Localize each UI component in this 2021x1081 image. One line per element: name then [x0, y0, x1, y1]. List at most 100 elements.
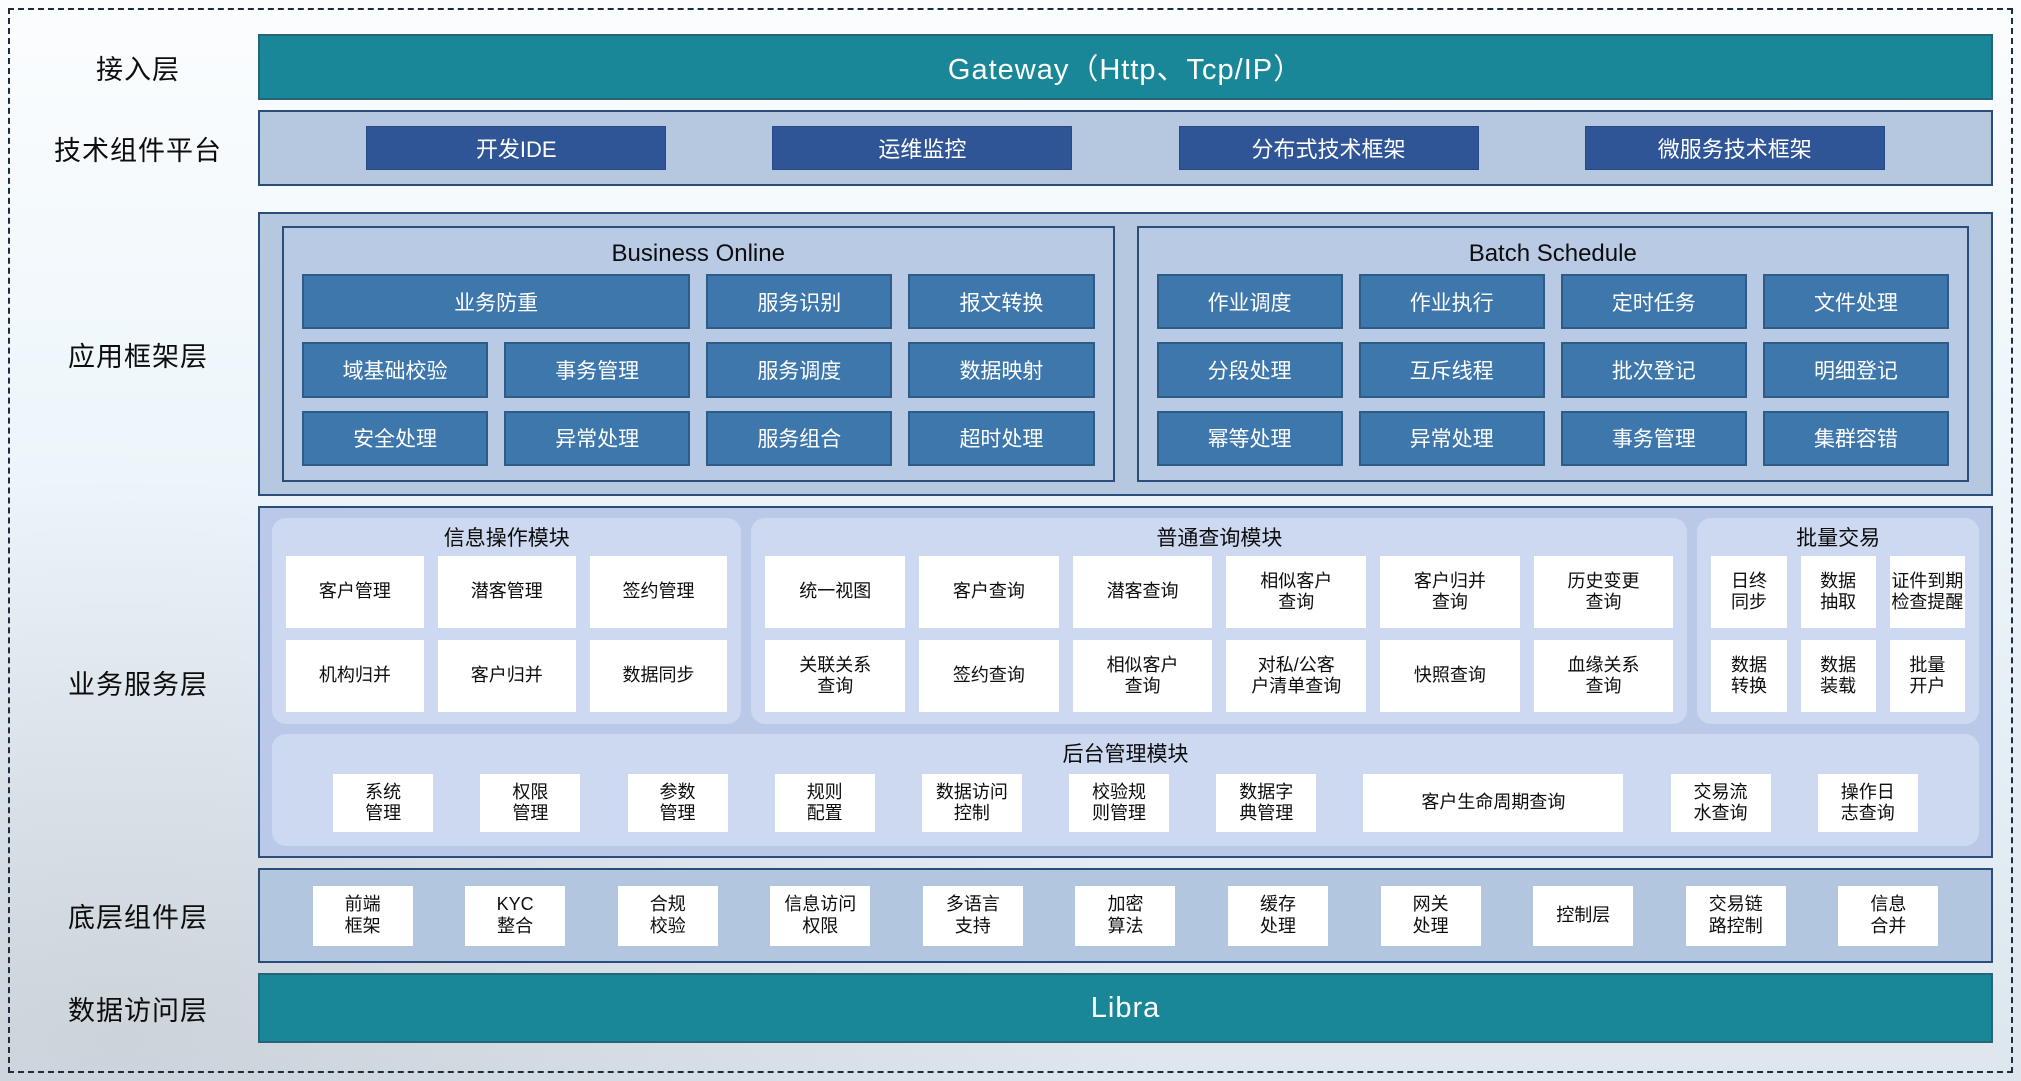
business-service-modules: 信息操作模块 客户管理 潜客管理 签约管理 机构归并 客户归并 数据同步 普通查… [272, 518, 1979, 724]
svc-block: 机构归并 [286, 640, 424, 712]
business-online-box: Business Online 业务防重 服务识别 报文转换 域基础校验 事务管… [282, 226, 1115, 482]
base-components-label: 底层组件层 [68, 903, 208, 933]
app-framework-label: 应用框架层 [68, 341, 208, 372]
svc-block: 数据字 典管理 [1216, 774, 1317, 832]
svc-block: 客户管理 [286, 556, 424, 628]
svc-block: 规则 配置 [774, 774, 875, 832]
access-layer-label: 接入层 [96, 54, 180, 85]
svc-block: 潜客查询 [1072, 556, 1213, 628]
general-query-module: 普通查询模块 统一视图 客户查询 潜客查询 相似客户 查询 客户归并 查询 历史… [751, 518, 1688, 724]
base-block: 网关 处理 [1380, 885, 1481, 946]
fw-block: 域基础校验 [302, 342, 489, 398]
base-block: 交易链 路控制 [1685, 885, 1786, 946]
base-block: 缓存 处理 [1228, 885, 1329, 946]
admin-module-grid: 系统 管理 权限 管理 参数 管理 规则 配置 数据访问 控制 校验规 则管理 … [286, 772, 1965, 834]
svc-block: 校验规 则管理 [1069, 774, 1170, 832]
batch-schedule-box: Batch Schedule 作业调度 作业执行 定时任务 文件处理 分段处理 … [1136, 226, 1969, 482]
fw-block: 超时处理 [908, 410, 1095, 466]
svc-block: 操作日 志查询 [1817, 774, 1918, 832]
fw-block: 异常处理 [504, 410, 691, 466]
fw-block: 业务防重 [302, 274, 691, 330]
fw-block: 分段处理 [1156, 342, 1343, 398]
base-block: 多语言 支持 [922, 885, 1023, 946]
svc-block: 快照查询 [1380, 640, 1520, 712]
data-access-label: 数据访问层 [68, 995, 208, 1026]
svc-block: 数据 装载 [1800, 640, 1876, 712]
fw-block: 事务管理 [1560, 410, 1747, 466]
svc-block: 批量 开户 [1889, 640, 1965, 712]
general-query-grid: 统一视图 客户查询 潜客查询 相似客户 查询 客户归并 查询 历史变更 查询 关… [765, 556, 1674, 712]
business-service-panel: 信息操作模块 客户管理 潜客管理 签约管理 机构归并 客户归并 数据同步 普通查… [258, 506, 1993, 858]
tech-block-ops-monitor: 运维监控 [772, 126, 1073, 170]
svc-block: 对私/公客 户清单查询 [1226, 640, 1367, 712]
fw-block: 服务组合 [706, 410, 893, 466]
fw-block: 安全处理 [302, 410, 489, 466]
batch-schedule-title: Batch Schedule [1468, 240, 1637, 267]
fw-block: 幂等处理 [1156, 410, 1343, 466]
tech-block-dev-ide: 开发IDE [366, 126, 667, 170]
tech-block-microservice-framework: 微服务技术框架 [1584, 126, 1885, 170]
info-operation-title: 信息操作模块 [443, 527, 570, 550]
fw-block: 作业调度 [1156, 274, 1343, 330]
svc-block: 数据访问 控制 [921, 774, 1022, 832]
svc-block: 参数 管理 [627, 774, 728, 832]
fw-block: 异常处理 [1358, 410, 1545, 466]
fw-block: 批次登记 [1560, 342, 1747, 398]
business-online-title: Business Online [611, 240, 785, 267]
svc-block: 数据 抽取 [1800, 556, 1876, 628]
svc-block: 系统 管理 [333, 774, 434, 832]
svc-block: 客户查询 [919, 556, 1059, 628]
tech-block-distributed-framework: 分布式技术框架 [1178, 126, 1479, 170]
fw-block: 服务识别 [706, 274, 893, 330]
data-access-row: 数据访问层 Libra [18, 973, 1993, 1043]
svc-block: 相似客户 查询 [1072, 640, 1213, 712]
batch-trade-grid: 日终 同步 数据 抽取 证件到期 检查提醒 数据 转换 数据 装载 批量 开户 [1711, 556, 1965, 712]
batch-trade-title: 批量交易 [1796, 527, 1881, 550]
svc-block: 数据同步 [589, 640, 728, 712]
app-framework-panel: Business Online 业务防重 服务识别 报文转换 域基础校验 事务管… [258, 212, 1993, 496]
gateway-bar: Gateway（Http、Tcp/IP） [258, 34, 1993, 100]
business-service-label: 业务服务层 [68, 669, 208, 700]
diagram-frame: 接入层 Gateway（Http、Tcp/IP） 技术组件平台 开发IDE 运维… [8, 8, 2013, 1073]
svc-block: 签约管理 [589, 556, 728, 628]
info-operation-module: 信息操作模块 客户管理 潜客管理 签约管理 机构归并 客户归并 数据同步 [272, 518, 742, 724]
fw-block: 报文转换 [908, 274, 1095, 330]
fw-block: 明细登记 [1762, 342, 1949, 398]
info-operation-grid: 客户管理 潜客管理 签约管理 机构归并 客户归并 数据同步 [286, 556, 728, 712]
svc-block: 日终 同步 [1711, 556, 1787, 628]
fw-block: 集群容错 [1762, 410, 1949, 466]
tech-platform-row: 技术组件平台 开发IDE 运维监控 分布式技术框架 微服务技术框架 [18, 110, 1993, 186]
svc-block: 历史变更 查询 [1533, 556, 1674, 628]
fw-block: 数据映射 [908, 342, 1095, 398]
batch-schedule-grid: 作业调度 作业执行 定时任务 文件处理 分段处理 互斥线程 批次登记 明细登记 … [1156, 274, 1949, 466]
svc-block: 客户归并 [437, 640, 576, 712]
svc-block: 签约查询 [919, 640, 1059, 712]
tech-platform-panel: 开发IDE 运维监控 分布式技术框架 微服务技术框架 [258, 110, 1993, 186]
admin-module-title: 后台管理模块 [1062, 743, 1189, 766]
fw-block: 事务管理 [504, 342, 691, 398]
libra-bar: Libra [258, 973, 1993, 1043]
base-block: 信息 合并 [1838, 885, 1939, 946]
base-block: 加密 算法 [1075, 885, 1176, 946]
svc-block: 数据 转换 [1711, 640, 1787, 712]
svc-block: 统一视图 [765, 556, 906, 628]
base-block: 控制层 [1533, 885, 1634, 946]
svc-block: 交易流 水查询 [1670, 774, 1771, 832]
business-online-grid: 业务防重 服务识别 报文转换 域基础校验 事务管理 服务调度 数据映射 安全处理… [302, 274, 1095, 466]
fw-block: 定时任务 [1560, 274, 1747, 330]
base-block: KYC 整合 [465, 885, 566, 946]
batch-trade-module: 批量交易 日终 同步 数据 抽取 证件到期 检查提醒 数据 转换 数据 装载 批… [1697, 518, 1979, 724]
app-framework-row: 应用框架层 Business Online 业务防重 服务识别 报文转换 域基础… [18, 212, 1993, 496]
fw-block: 互斥线程 [1358, 342, 1545, 398]
fw-block: 服务调度 [706, 342, 893, 398]
svc-block: 权限 管理 [480, 774, 581, 832]
base-components-panel: 前端 框架 KYC 整合 合规 校验 信息访问 权限 多语言 支持 加密 算法 … [258, 868, 1993, 963]
business-service-row: 业务服务层 信息操作模块 客户管理 潜客管理 签约管理 机构归并 客户归并 数据… [18, 506, 1993, 858]
svc-block: 血缘关系 查询 [1533, 640, 1674, 712]
base-components-row: 底层组件层 前端 框架 KYC 整合 合规 校验 信息访问 权限 多语言 支持 … [18, 868, 1993, 963]
svc-block-customer-lifecycle: 客户生命周期查询 [1363, 774, 1624, 832]
admin-module: 后台管理模块 系统 管理 权限 管理 参数 管理 规则 配置 数据访问 控制 校… [272, 734, 1979, 846]
access-layer-row: 接入层 Gateway（Http、Tcp/IP） [18, 34, 1993, 100]
base-block: 信息访问 权限 [770, 885, 871, 946]
tech-platform-label: 技术组件平台 [54, 135, 222, 166]
